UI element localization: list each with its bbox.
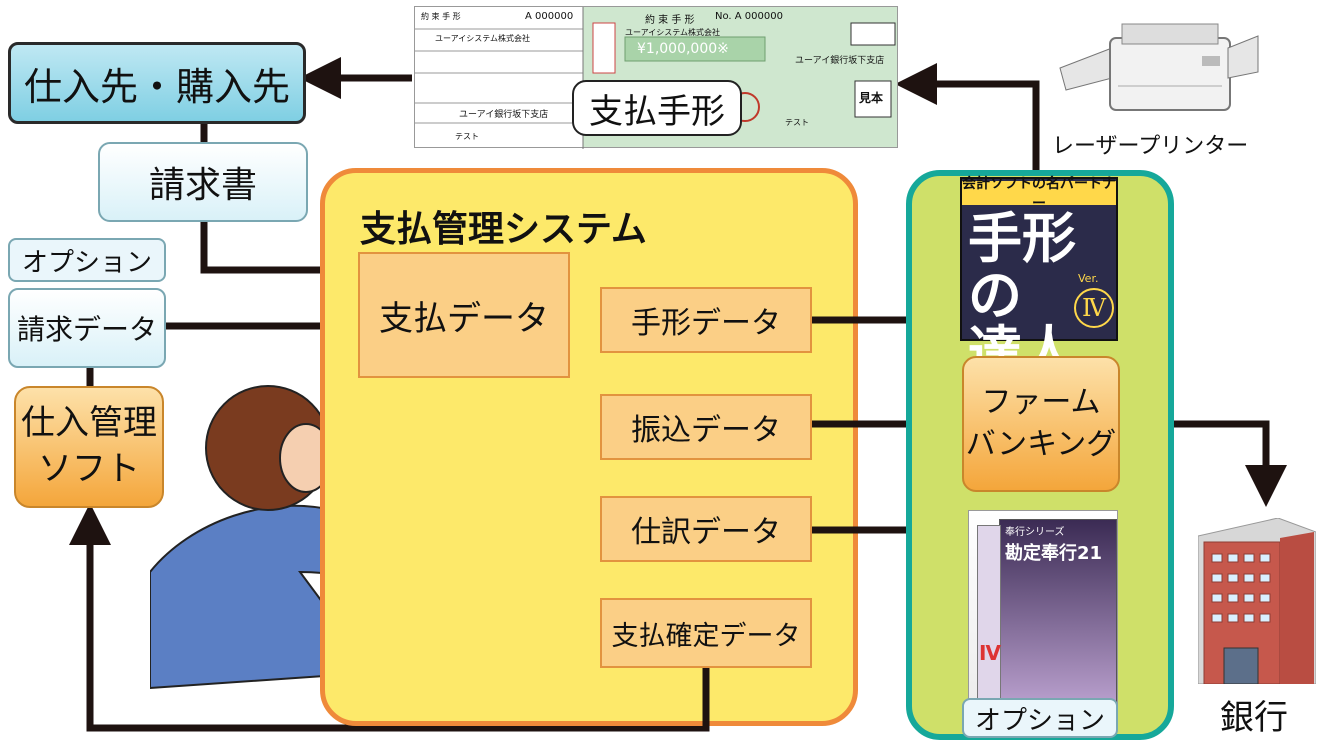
note-amount: ¥1,000,000※ (637, 41, 729, 57)
bank-building-icon (1198, 518, 1316, 684)
note-serial-right: No. A 000000 (715, 11, 783, 22)
supplier-box: 仕入先・購入先 (8, 42, 306, 124)
note-header-right: 約 束 手 形 (645, 15, 695, 26)
note-company-right: ユーアイシステム株式会社 (625, 28, 721, 37)
purchase-management-software-box: 仕入管理 ソフト (14, 386, 164, 508)
purchase-soft-line2: ソフト (38, 449, 140, 489)
tegata-version-label: Ver. (1078, 272, 1099, 285)
option-tag-left: オプション (8, 238, 166, 282)
note-test-right: テスト (785, 118, 809, 127)
kanjo-package-side (977, 525, 1001, 705)
note-bank-left: ユーアイ銀行坂下支店 (459, 110, 549, 120)
invoice-box: 請求書 (98, 142, 308, 222)
arrow-printer-to-note (895, 63, 1040, 170)
note-bank-right: ユーアイ銀行坂下支店 (795, 56, 885, 66)
kanjo-series: 奉行シリーズ (1005, 527, 1065, 538)
note-test-left: テスト (455, 132, 479, 141)
payment-data-box: 支払データ (358, 252, 570, 378)
printer-label: レーザープリンター (1052, 134, 1249, 159)
bank-label: 銀行 (1220, 698, 1288, 738)
promissory-note-drawing (415, 7, 896, 149)
arrow-invoice-to-paydata (200, 222, 365, 291)
note-serial-left: A 000000 (525, 11, 574, 22)
note-company-left: ユーアイシステム株式会社 (435, 34, 531, 43)
kanjo-numeral: Ⅳ (979, 641, 1001, 665)
system-title: 支払管理システム (360, 209, 647, 250)
promissory-note-caption: 支払手形 (572, 80, 742, 136)
purchase-soft-line1: 仕入管理 (21, 403, 157, 444)
note-stamp-label: 見本 (859, 91, 884, 105)
tegata-banner: 会計ソフトの名パートナー (962, 176, 1116, 212)
transfer-data-box: 振込データ (600, 394, 812, 460)
tegata-version-badge: Ⅳ (1074, 288, 1114, 328)
firm-banking-line2: バンキング (965, 427, 1117, 462)
billing-data-box: 請求データ (8, 288, 166, 368)
note-header-left: 約 束 手 形 (421, 12, 461, 21)
kanjo-title: 勘定奉行21 (1005, 543, 1103, 564)
note-data-box: 手形データ (600, 287, 812, 353)
kanjo-package-front (999, 519, 1117, 705)
payment-confirm-data-box: 支払確定データ (600, 598, 812, 668)
kanjo-bugyo-package: 奉行シリーズ 勘定奉行21 Ⅳ (968, 510, 1118, 710)
tegata-title-line1: 手形の (968, 206, 1076, 327)
firm-banking-box: ファーム バンキング (962, 356, 1120, 492)
laser-printer-icon (1059, 23, 1259, 111)
firm-banking-line1: ファーム (981, 385, 1101, 420)
journal-data-box: 仕訳データ (600, 496, 812, 562)
option-tag-right: オプション (962, 698, 1118, 738)
tegata-version-numeral: Ⅳ (1082, 294, 1106, 322)
